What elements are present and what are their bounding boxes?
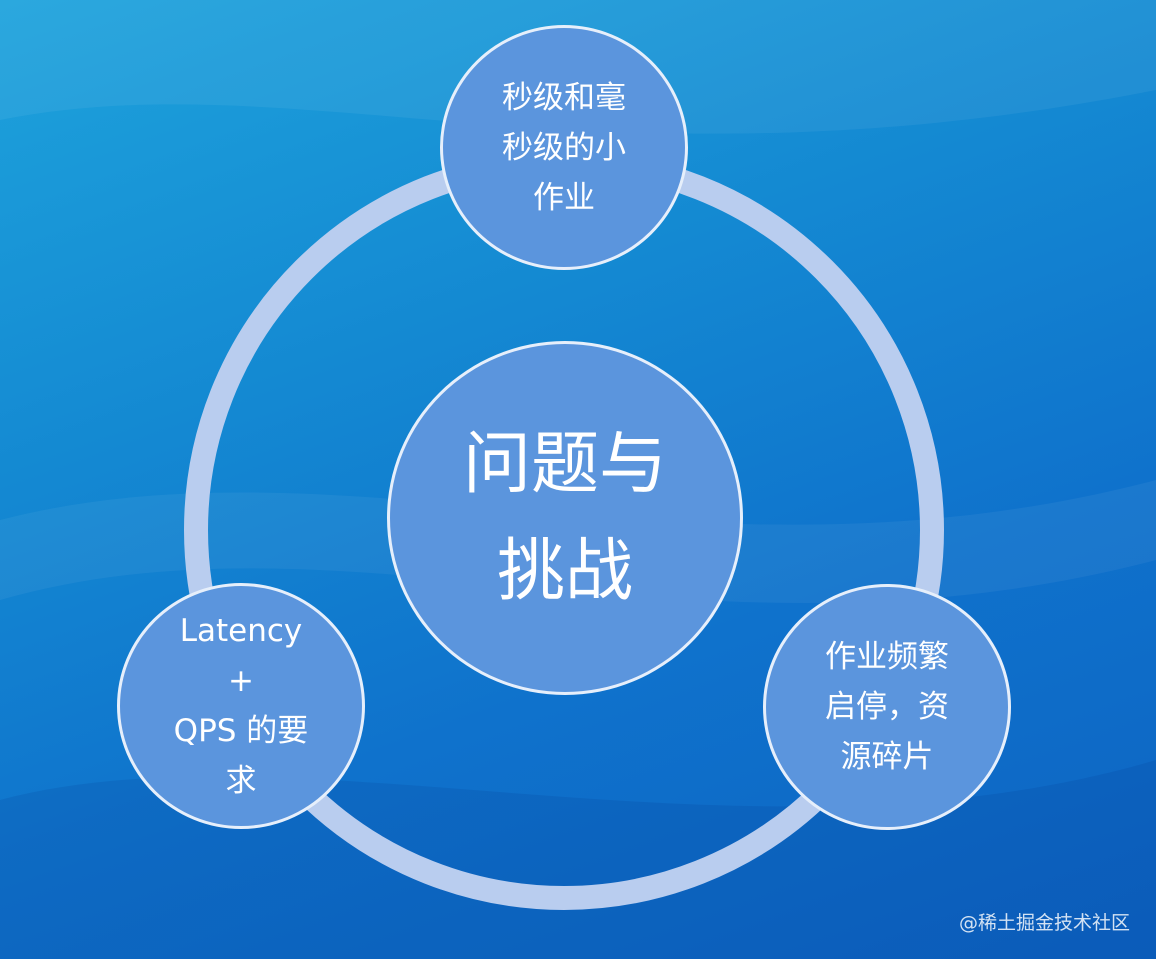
node-top-label: 秒级和毫 秒级的小 作业 bbox=[502, 79, 626, 216]
node-center-label: 问题与 挑战 bbox=[462, 425, 667, 611]
node-left-label: Latency + QPS 的要 求 bbox=[173, 613, 309, 799]
node-right-label: 作业频繁 启停，资 源碎片 bbox=[825, 639, 949, 775]
node-right-job-churn: 作业频繁 启停，资 源碎片 bbox=[763, 584, 1011, 830]
node-left-latency-qps: Latency + QPS 的要 求 bbox=[117, 583, 365, 829]
node-top-small-jobs: 秒级和毫 秒级的小 作业 bbox=[440, 25, 688, 270]
watermark: @稀土掘金技术社区 bbox=[958, 912, 1130, 934]
node-center-challenges: 问题与 挑战 bbox=[387, 341, 743, 695]
